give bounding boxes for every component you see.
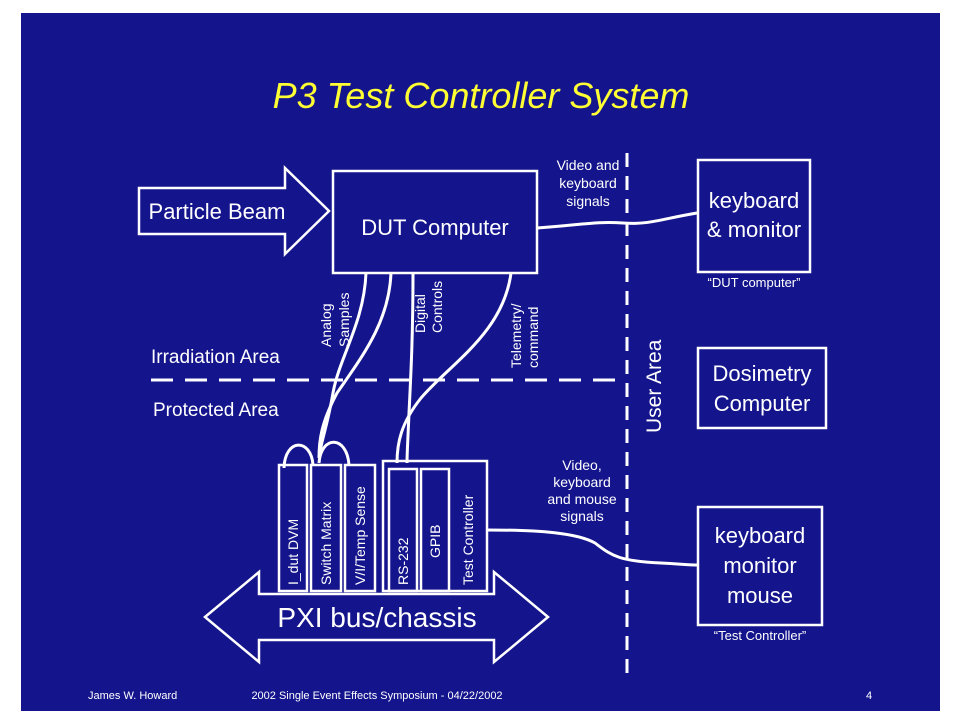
video-kbd-signals-line-1: Video and: [557, 157, 620, 173]
dut-video-wire: [536, 211, 698, 230]
telemetry-line-1: Telemetry/: [508, 303, 524, 368]
module-label-idut-dvm: I_dut DVM: [285, 519, 301, 585]
user-area-label: User Area: [643, 339, 666, 433]
module-label-vi-temp: V/I/Temp Sense: [352, 486, 368, 585]
slide: P3 Test Controller System Particle Beam …: [21, 13, 940, 711]
keyboard-monitor-box: [696, 158, 812, 274]
video-kbd-signals-line-3: signals: [566, 193, 610, 209]
slide-title: P3 Test Controller System: [273, 75, 690, 116]
module-label-rs232: RS-232: [395, 537, 411, 585]
footer-page-number: 4: [866, 690, 872, 702]
module-idut-dvm: [277, 463, 309, 593]
vkm-signals-line-3: and mouse: [547, 491, 616, 507]
diagram: P3 Test Controller System Particle Beam …: [88, 75, 872, 702]
test-controller-caption: “Test Controller”: [714, 628, 806, 643]
vkm-signals-line-4: signals: [560, 508, 604, 524]
test-controller-wire: [486, 528, 699, 567]
analog-samples-line-1: Analog: [318, 303, 334, 347]
protected-area-label: Protected Area: [153, 400, 279, 421]
particle-beam-arrow: [137, 165, 331, 257]
kmm-line-1: keyboard: [715, 523, 806, 548]
digital-cable: [405, 272, 415, 464]
vkm-signals-line-1: Video,: [562, 457, 601, 473]
keyboard-monitor-mouse-box: [696, 505, 824, 627]
footer-author: James W. Howard: [88, 690, 177, 702]
digital-controls-line-1: Digital: [412, 294, 428, 333]
dosimetry-line-1: Dosimetry: [712, 361, 811, 386]
analog-cable-b: [317, 272, 393, 459]
module-label-test-controller: Test Controller: [460, 494, 476, 585]
module-switch-matrix: [309, 463, 343, 593]
module-rs232: [387, 467, 419, 593]
module-gpib: [419, 467, 451, 593]
video-kbd-signals-line-2: keyboard: [559, 175, 617, 191]
kmm-line-3: mouse: [727, 583, 793, 608]
module-vi-temp-sense: [343, 463, 377, 593]
module-loop-2: [317, 440, 351, 466]
dosimetry-line-2: Computer: [714, 391, 811, 416]
telemetry-line-2: command: [525, 307, 541, 368]
module-loop-1: [282, 443, 315, 469]
analog-cable-a: [317, 272, 368, 459]
particle-beam-label: Particle Beam: [149, 199, 286, 224]
footer-event: 2002 Single Event Effects Symposium - 04…: [251, 690, 502, 702]
analog-samples-line-2: Samples: [336, 293, 352, 347]
irradiation-area-label: Irradiation Area: [151, 347, 280, 368]
vkm-signals-line-2: keyboard: [553, 474, 611, 490]
telemetry-cable: [395, 272, 513, 464]
keyboard-monitor-line-1: keyboard: [709, 188, 800, 213]
kmm-line-2: monitor: [723, 553, 796, 578]
keyboard-monitor-line-2: & monitor: [707, 217, 801, 242]
dut-computer-caption: “DUT computer”: [708, 275, 801, 290]
module-label-switch-matrix: Switch Matrix: [318, 502, 334, 585]
module-label-gpib: GPIB: [427, 525, 443, 558]
dut-computer-label: DUT Computer: [361, 215, 509, 240]
pxi-bus-label: PXI bus/chassis: [277, 602, 476, 633]
dut-computer-box: [331, 169, 539, 275]
dosimetry-computer-box: [696, 346, 828, 430]
digital-controls-line-2: Controls: [429, 281, 445, 333]
pxi-bus-arrow: [203, 569, 550, 665]
